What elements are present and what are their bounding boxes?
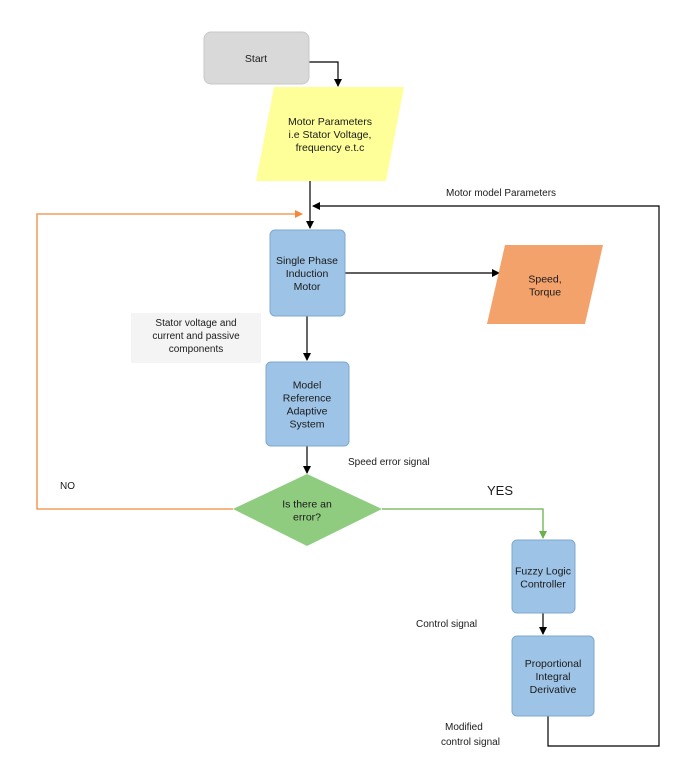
label-stator-voltage: Stator voltage and current and passive com…: [131, 313, 261, 363]
labels-no-line: NO: [60, 481, 75, 492]
speed-torque-label: Speed,Torque: [528, 274, 561, 299]
label-modified-control-signal: Modified control signal: [441, 722, 500, 748]
arrow-start-to-parameters: [309, 61, 342, 87]
svg-text:Motor model Parameters: Motor model Parameters: [446, 188, 556, 199]
nodes.motor_params.lines-line: i.e Stator Voltage,: [289, 129, 372, 141]
nodes.mras.lines-line: Adaptive: [287, 406, 328, 418]
nodes.pid.lines-line: Proportional: [525, 658, 582, 670]
nodes.decision.lines-line: Is there an: [282, 499, 332, 511]
arrow-feedback-to-motor: [312, 202, 660, 747]
labels-stator_voltage-line: Stator voltage and: [155, 318, 236, 329]
svg-text:Speed error signal: Speed error signal: [348, 457, 430, 468]
labels-motor_model_params-line: Motor model Parameters: [446, 188, 556, 199]
nodes.induction_motor.lines-line: Single Phase: [276, 255, 338, 267]
nodes.decision.lines-line: error?: [293, 512, 321, 524]
labels-stator_voltage-line: components: [169, 344, 223, 355]
connectors: [36, 61, 660, 747]
nodes.mras.lines-line: Model: [293, 380, 322, 392]
nodes.fuzzy.lines-line: Controller: [520, 579, 566, 591]
labels-yes-line: YES: [487, 483, 513, 498]
speed-torque-node: Speed,Torque: [487, 245, 603, 324]
nodes.fuzzy.lines-line: Fuzzy Logic: [515, 566, 571, 578]
nodes.motor_params.lines-line: frequency e.t.c: [296, 142, 365, 154]
label-yes: YES: [487, 483, 513, 498]
svg-text:Control signal: Control signal: [416, 619, 477, 630]
labels-stator_voltage-line: current and passive: [152, 331, 240, 342]
arrow-yes-branch: [382, 508, 547, 539]
nodes.pid.lines-line: Integral: [535, 671, 570, 683]
nodes.mras.lines-line: Reference: [283, 393, 332, 405]
arrow-no-branch: [36, 210, 303, 510]
label-speed-error: Speed error signal: [348, 457, 430, 468]
label-no: NO: [60, 481, 75, 492]
labels-modified_control-line: control signal: [441, 737, 500, 748]
svg-text:NO: NO: [60, 481, 75, 492]
nodes.motor_params.lines-line: Motor Parameters: [288, 116, 372, 128]
nodes.speed_torque.lines-line: Torque: [529, 287, 561, 299]
labels-speed_error-line: Speed error signal: [348, 457, 430, 468]
svg-text:YES: YES: [487, 483, 513, 498]
nodes.start.lines-line: Start: [245, 53, 267, 65]
nodes.pid.lines-line: Derivative: [530, 684, 577, 696]
nodes.speed_torque.lines-line: Speed,: [528, 274, 561, 286]
labels-modified_control-line: Modified: [445, 722, 483, 733]
label-control-signal: Control signal: [416, 619, 477, 630]
start-label: Start: [245, 53, 267, 65]
nodes.mras.lines-line: System: [289, 419, 324, 431]
label-motor-model-parameters: Motor model Parameters: [446, 188, 556, 199]
start-node: Start: [203, 31, 310, 85]
labels-control_signal-line: Control signal: [416, 619, 477, 630]
nodes.induction_motor.lines-line: Motor: [294, 281, 321, 293]
nodes.induction_motor.lines-line: Induction: [286, 268, 329, 280]
